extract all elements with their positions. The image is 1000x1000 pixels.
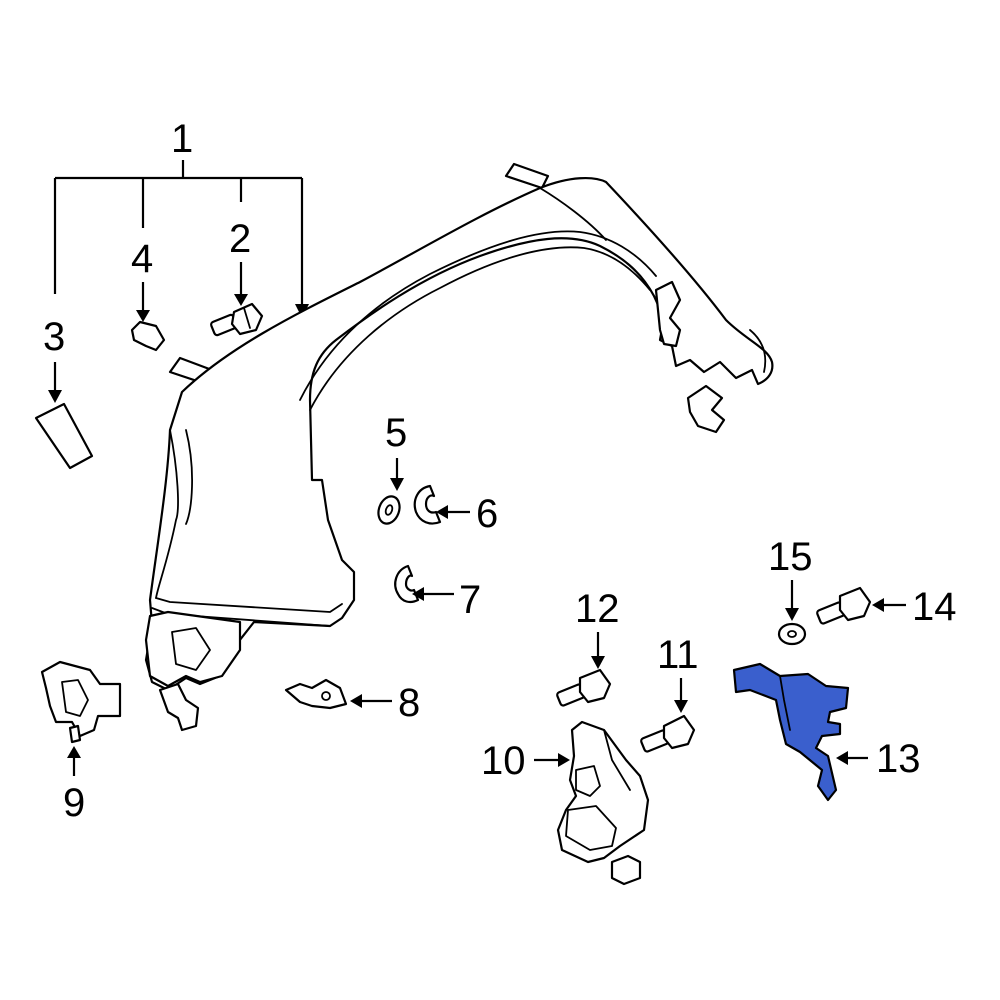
trim-plate-icon [34,402,94,470]
callout-2-group: 2 [210,217,264,337]
callout-14: 14 [912,585,957,629]
callout-8-group: 8 [284,678,420,725]
callout-12: 12 [575,587,620,631]
bolt-icon [816,586,872,625]
callout-5: 5 [385,411,407,455]
callout-10-group: 10 [481,720,650,886]
quarter-panel [144,162,774,732]
retainer-clip-icon [394,564,420,604]
retainer-clip-icon [413,484,442,525]
callout-9-group: 9 [40,660,122,825]
callout-13: 13 [876,737,921,781]
callout-4-group: 4 [130,237,166,352]
bolt-icon [556,668,612,707]
callout-1-bracket: 1 [53,117,309,318]
washer-icon [777,622,807,646]
callout-6: 6 [476,492,498,536]
bolt-icon [640,714,696,753]
clip-icon [130,320,166,352]
callout-3-group: 3 [34,315,94,470]
callout-2: 2 [229,217,251,261]
callout-14-group: 14 [816,585,957,629]
callout-6-group: 6 [413,484,498,536]
callout-15-group: 15 [768,535,813,646]
washer-icon [377,495,401,525]
bracket-8-icon [284,678,348,710]
callout-1: 1 [171,117,193,161]
hinge-assembly [556,720,650,886]
callout-4: 4 [131,237,153,281]
callout-11: 11 [657,633,699,677]
callout-3: 3 [43,315,65,359]
highlighted-bracket-13 [732,662,850,802]
bolt-icon [210,302,264,337]
callout-10: 10 [481,739,526,783]
callout-7-group: 7 [394,564,481,622]
callout-9: 9 [63,781,85,825]
callout-15: 15 [768,535,813,579]
bracket-9-icon [40,660,122,738]
callout-13-group: 13 [732,662,921,802]
callout-11-group: 11 [640,633,699,753]
callout-5-group: 5 [377,411,407,525]
callout-7: 7 [459,578,481,622]
callout-8: 8 [398,681,420,725]
callout-12-group: 12 [556,587,620,707]
